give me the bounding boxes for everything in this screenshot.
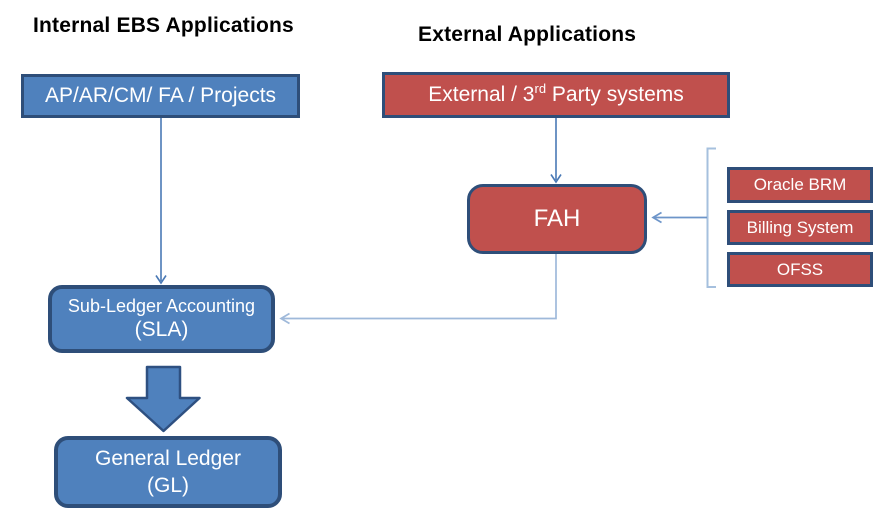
arrow-fah-to-sla [279, 254, 557, 325]
node-ofss: OFSS [727, 252, 873, 287]
arrow-sources-to-fah [651, 211, 707, 224]
node-fah-label: FAH [533, 205, 581, 232]
node-gl-line2: (GL) [147, 474, 189, 497]
node-ofss-label: OFSS [776, 259, 824, 279]
node-sla-line2: (SLA) [134, 318, 189, 342]
node-fah: FAH [467, 184, 647, 254]
node-ebs-applications-label: AP/AR/CM/ FA / Projects [44, 84, 277, 107]
arrow-external-to-fah [550, 117, 562, 184]
node-billing-system: Billing System [727, 210, 873, 245]
node-external-systems: External / 3rd Party systems [382, 72, 730, 118]
node-general-ledger: General Ledger (GL) [54, 436, 282, 508]
block-arrow-sla-to-gl [125, 365, 201, 433]
node-oracle-brm-label: Oracle BRM [753, 175, 847, 194]
node-sub-ledger-accounting: Sub-Ledger Accounting (SLA) [48, 285, 275, 353]
heading-external-applications: External Applications [418, 23, 637, 46]
node-gl-line1: General Ledger [95, 446, 241, 470]
heading-internal-ebs-applications: Internal EBS Applications [33, 14, 294, 37]
node-ebs-applications: AP/AR/CM/ FA / Projects [21, 74, 300, 118]
bracket-source-systems [706, 147, 716, 288]
node-sla-line1: Sub-Ledger Accounting [67, 295, 256, 316]
node-billing-system-label: Billing System [746, 217, 854, 237]
arrow-ebs-to-sla [155, 118, 167, 285]
node-external-systems-label: External / 3rd Party systems [428, 81, 684, 106]
node-oracle-brm: Oracle BRM [727, 167, 873, 203]
